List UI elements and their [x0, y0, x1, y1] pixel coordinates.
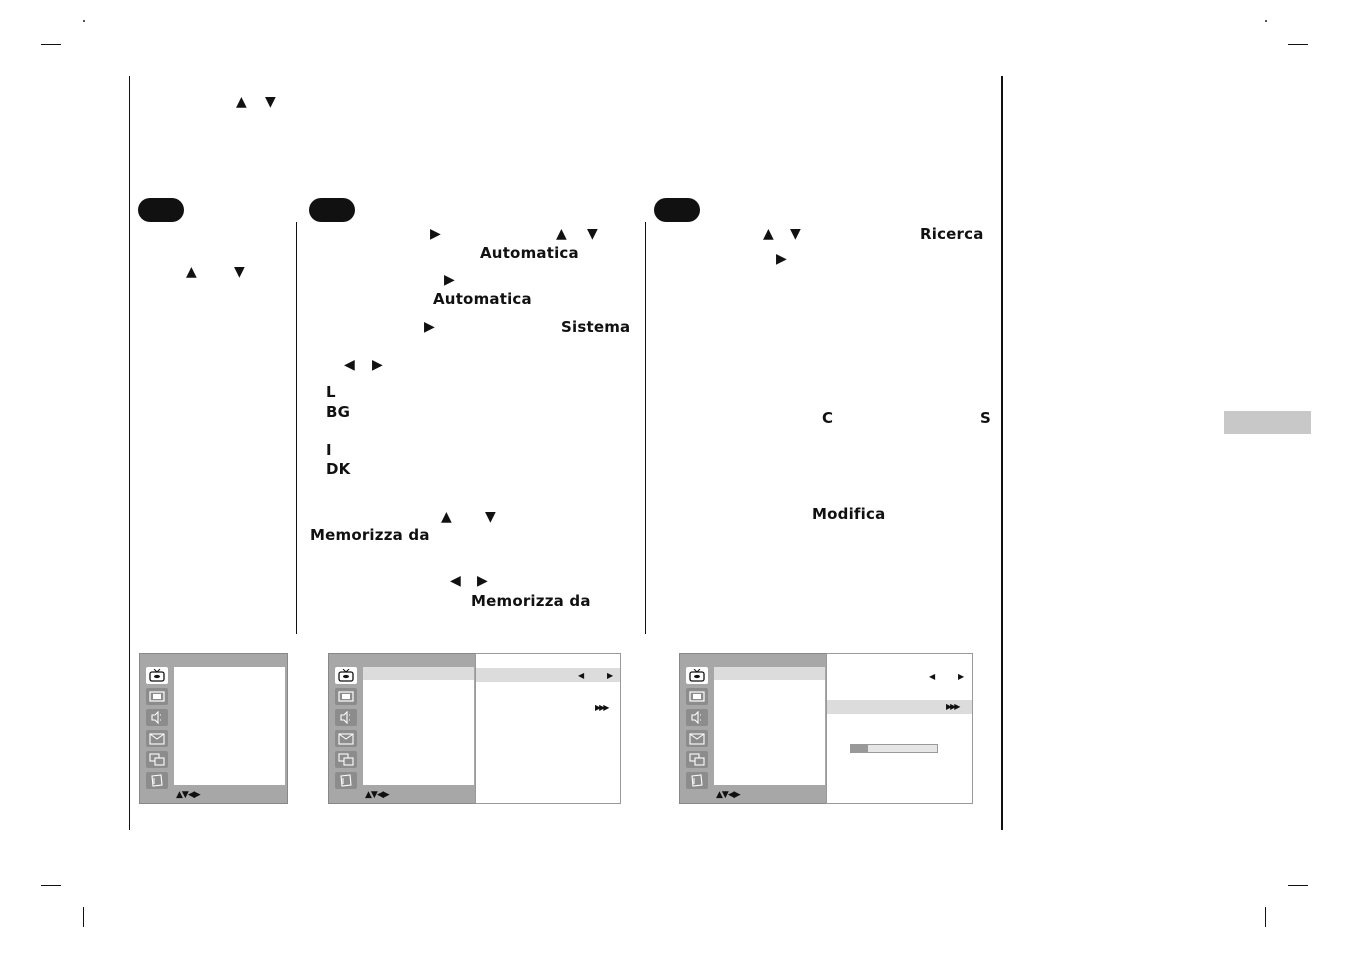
left-arrow-icon: ◀	[344, 357, 355, 373]
down-arrow-icon: ▼	[485, 509, 496, 525]
nav-keys-hint: ▲▼◀▶	[176, 790, 201, 800]
picture-icon	[335, 688, 357, 705]
nav-keys-hint: ▲▼◀▶	[716, 790, 741, 800]
step-badge-1	[138, 198, 184, 222]
left-arrow-icon: ◀	[450, 573, 461, 589]
search-progress-fill	[851, 745, 869, 752]
right-margin-rule	[1001, 76, 1003, 830]
time-icon	[335, 730, 357, 747]
special-icon	[146, 751, 168, 768]
sound-icon	[146, 709, 168, 726]
registration-dot	[1265, 20, 1267, 22]
sound-icon	[335, 709, 357, 726]
tv-station-icon	[686, 667, 708, 684]
term-memorizza-da: Memorizza da	[471, 592, 591, 610]
registration-dot	[83, 20, 85, 22]
right-arrow-icon: ▶	[776, 251, 787, 267]
crop-mark	[1288, 885, 1308, 886]
crop-mark	[83, 907, 84, 927]
right-arrow-icon: ▶	[424, 319, 435, 335]
down-arrow-icon: ▼	[265, 94, 276, 110]
term-modifica: Modifica	[812, 505, 886, 523]
right-arrow-icon: ▶	[477, 573, 488, 589]
letter-c: C	[822, 409, 834, 427]
right-arrow-icon: ▶	[958, 672, 965, 681]
menu-screenshot-2: ▲▼◀▶	[328, 653, 477, 804]
down-arrow-icon: ▼	[234, 264, 245, 280]
step-badge-2	[309, 198, 355, 222]
submenu-selected-row	[476, 668, 620, 682]
crop-mark	[41, 885, 61, 886]
special-icon	[686, 751, 708, 768]
up-arrow-icon: ▲	[186, 264, 197, 280]
menu-screenshot-3: ▲▼◀▶	[679, 653, 828, 804]
down-arrow-icon: ▼	[587, 226, 598, 242]
column-divider	[296, 222, 297, 634]
column-divider	[645, 222, 646, 634]
right-arrow-icon: ▶	[444, 272, 455, 288]
nav-keys-hint: ▲▼◀▶	[365, 790, 390, 800]
right-arrow-icon: ▶	[372, 357, 383, 373]
term-ricerca: Ricerca	[920, 225, 984, 243]
submenu-panel-3: ◀ ▶ ▶▶▶	[826, 653, 973, 804]
menu-list-pane	[174, 667, 285, 785]
system-option-bg: BG	[326, 403, 351, 421]
picture-icon	[686, 688, 708, 705]
system-option-l: L	[326, 383, 336, 401]
left-arrow-icon: ◀	[578, 671, 585, 680]
up-arrow-icon: ▲	[556, 226, 567, 242]
menu-selected-row	[363, 667, 474, 680]
search-progress-bar	[850, 744, 938, 753]
term-automatica: Automatica	[480, 244, 579, 262]
right-arrow-icon: ▶	[607, 671, 614, 680]
crop-mark	[1265, 907, 1266, 927]
term-sistema: Sistema	[561, 318, 631, 336]
submenu-selected-row	[827, 700, 972, 714]
menu-list-pane	[714, 667, 825, 785]
special-icon	[335, 751, 357, 768]
time-icon	[686, 730, 708, 747]
crop-mark	[41, 44, 61, 45]
tv-station-icon	[146, 667, 168, 684]
menu-screenshot-1: ▲▼◀▶	[139, 653, 288, 804]
term-automatica: Automatica	[433, 290, 532, 308]
submenu-panel-2: ◀ ▶ ▶▶▶	[475, 653, 621, 804]
letter-s: S	[980, 409, 992, 427]
down-arrow-icon: ▼	[790, 226, 801, 242]
up-arrow-icon: ▲	[441, 509, 452, 525]
up-arrow-icon: ▲	[236, 94, 247, 110]
left-arrow-icon: ◀	[929, 672, 936, 681]
up-arrow-icon: ▲	[763, 226, 774, 242]
system-option-i: I	[326, 441, 332, 459]
crop-mark	[1288, 44, 1308, 45]
screen-icon	[146, 772, 168, 789]
picture-icon	[146, 688, 168, 705]
tv-station-icon	[335, 667, 357, 684]
menu-list-pane	[363, 667, 474, 785]
go-arrows-icon: ▶▶▶	[946, 702, 961, 711]
menu-selected-row	[714, 667, 825, 680]
sound-icon	[686, 709, 708, 726]
go-arrows-icon: ▶▶▶	[595, 703, 610, 712]
left-margin-rule	[129, 76, 130, 830]
section-tab	[1224, 411, 1311, 434]
step-badge-3	[654, 198, 700, 222]
term-memorizza-da: Memorizza da	[310, 526, 430, 544]
screen-icon	[686, 772, 708, 789]
screen-icon	[335, 772, 357, 789]
right-arrow-icon: ▶	[430, 226, 441, 242]
system-option-dk: DK	[326, 460, 351, 478]
time-icon	[146, 730, 168, 747]
